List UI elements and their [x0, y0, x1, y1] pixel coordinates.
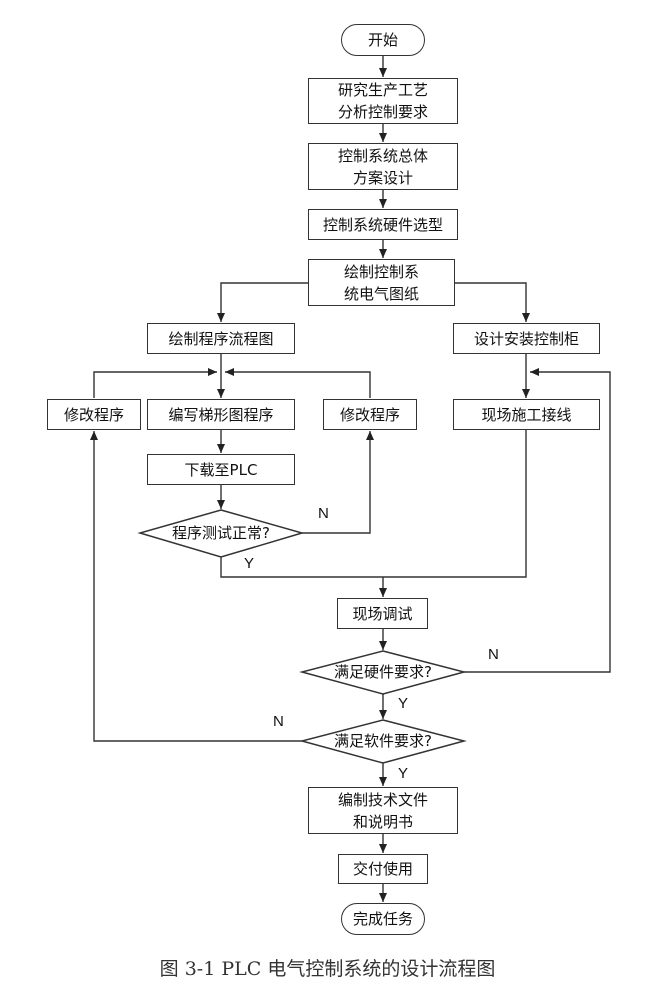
technical-docs-box: 编制技术文件 和说明书: [308, 787, 458, 834]
scheme-label-line1: 控制系统总体: [337, 146, 428, 165]
start-terminal: 开始: [341, 24, 425, 56]
hardware-check-label: 满足硬件要求?: [334, 663, 432, 681]
site-wiring-box: 现场施工接线: [453, 399, 600, 430]
modify-right-label: 修改程序: [339, 405, 400, 424]
delivery-box: 交付使用: [338, 854, 428, 884]
ladder-label: 编写梯形图程序: [168, 405, 274, 424]
arrow-test-yes: [220, 557, 383, 578]
program-test-no-label: N: [318, 505, 329, 522]
arrow-test-no: [302, 431, 374, 534]
figure-caption: 图 3-1 PLC 电气控制系统的设计流程图: [159, 958, 496, 980]
download-plc-box: 下载至PLC: [147, 454, 295, 485]
hardware-no-label: N: [488, 646, 499, 663]
program-flowchart-box: 绘制程序流程图: [147, 323, 295, 354]
arrow-modify-left-loop: [93, 368, 217, 398]
software-check-label: 满足软件要求?: [334, 732, 432, 750]
modify-program-right-box: 修改程序: [323, 399, 417, 430]
wiring-label: 现场施工接线: [481, 405, 572, 424]
decision-hardware-check: [299, 650, 467, 695]
scheme-label-line2: 方案设计: [352, 168, 413, 187]
research-label-line2: 分析控制要求: [337, 103, 428, 121]
scheme-design-box: 控制系统总体 方案设计: [308, 143, 458, 190]
software-no-label: N: [273, 713, 284, 730]
program-test-yes-label: Y: [244, 555, 255, 572]
docs-label-line2: 和说明书: [352, 812, 413, 831]
electrical-drawing-box: 绘制控制系 统电气图纸: [308, 259, 455, 306]
research-label-line1: 研究生产工艺: [337, 81, 428, 99]
finish-terminal: 完成任务: [341, 903, 425, 935]
control-cabinet-box: 设计安装控制柜: [453, 323, 600, 354]
arrow-wiring-merge: [383, 430, 527, 578]
drawing-label-line2: 统电气图纸: [343, 284, 419, 303]
cabinet-label: 设计安装控制柜: [473, 329, 579, 348]
drawing-label-line1: 绘制控制系: [343, 262, 419, 281]
delivery-label: 交付使用: [352, 860, 413, 878]
site-debug-box: 现场调试: [337, 598, 428, 629]
start-label: 开始: [367, 31, 398, 49]
arrow-modify-right-loop: [225, 368, 371, 398]
flowchart-label: 绘制程序流程图: [168, 329, 274, 348]
decision-software-check: [299, 719, 467, 764]
arrow-drawing-cabinet: [455, 282, 530, 322]
program-test-label: 程序测试正常?: [172, 524, 270, 542]
finish-label: 完成任务: [352, 910, 413, 928]
decision-program-test: [137, 509, 305, 558]
download-label: 下载至PLC: [184, 460, 258, 479]
software-yes-label: Y: [398, 765, 409, 782]
docs-label-line1: 编制技术文件: [337, 790, 428, 809]
modify-left-label: 修改程序: [63, 405, 124, 424]
modify-program-left-box: 修改程序: [47, 399, 141, 430]
arrow-hw-no: [464, 368, 611, 673]
site-debug-label: 现场调试: [352, 604, 413, 623]
ladder-program-box: 编写梯形图程序: [147, 399, 295, 430]
arrow-drawing-flowchart: [217, 282, 308, 322]
hardware-yes-label: Y: [398, 695, 409, 712]
hardware-selection-box: 控制系统硬件选型: [308, 209, 458, 240]
research-process-box: 研究生产工艺 分析控制要求: [308, 78, 458, 124]
arrow-sw-no: [90, 431, 302, 742]
hardware-label: 控制系统硬件选型: [322, 215, 443, 234]
